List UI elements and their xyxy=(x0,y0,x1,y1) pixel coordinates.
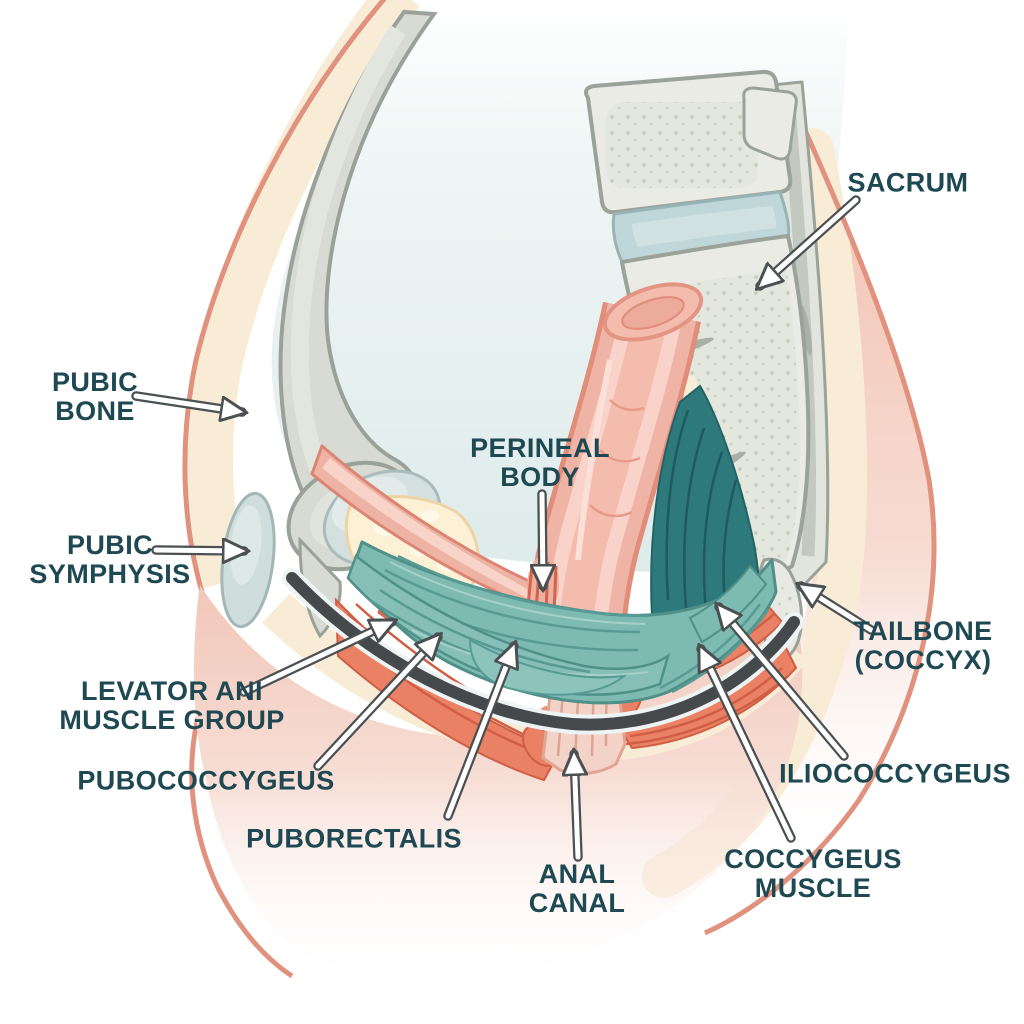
label-pubic-symphysis: PUBIC SYMPHYSIS xyxy=(29,530,191,589)
annotation-arrows xyxy=(131,195,876,862)
arrow-coccygeus xyxy=(696,649,796,843)
label-pubococcygeus: PUBOCOCCYGEUS xyxy=(77,765,335,796)
perineal-membrane-band xyxy=(282,568,804,735)
label-levator-ani: LEVATOR ANI MUSCLE GROUP xyxy=(59,676,285,735)
arrow-levator-ani xyxy=(239,617,392,697)
label-pubic-bone: PUBIC BONE xyxy=(51,367,139,426)
abdominal-fat-layer xyxy=(186,0,420,589)
skin-outline-posterior xyxy=(703,106,937,936)
arrow-anal-canal xyxy=(574,754,578,862)
arrow-iliococcygeus xyxy=(714,607,849,761)
label-tailbone: TAILBONE (COCCYX) xyxy=(853,616,993,675)
rectum xyxy=(525,282,704,645)
label-puborectalis: PUBORECTALIS xyxy=(246,823,462,854)
perineal-body-mass xyxy=(193,585,803,981)
arrow-puborectalis xyxy=(443,646,514,821)
arrow-tailbone xyxy=(801,581,876,635)
arrow-pubic-bone xyxy=(131,391,242,412)
arrow-sacrum xyxy=(760,195,861,286)
label-perineal-body: PERINEAL BODY xyxy=(470,433,610,492)
arrow-pubic-symphysis xyxy=(151,550,244,551)
small-vertebral-piece xyxy=(742,86,798,161)
label-sacrum: SACRUM xyxy=(847,167,969,198)
arrow-pubococcygeus xyxy=(313,637,438,771)
gluteal-region xyxy=(698,110,933,932)
coccygeus-deep-muscle xyxy=(650,384,760,642)
arrow-perineal-body xyxy=(542,489,543,586)
label-anal-canal: ANAL CANAL xyxy=(528,859,626,918)
label-coccygeus: COCCYGEUS MUSCLE xyxy=(724,844,902,903)
levator-ani-muscle xyxy=(346,540,778,705)
label-iliococcygeus: ILIOCOCCYGEUS xyxy=(779,758,1011,789)
